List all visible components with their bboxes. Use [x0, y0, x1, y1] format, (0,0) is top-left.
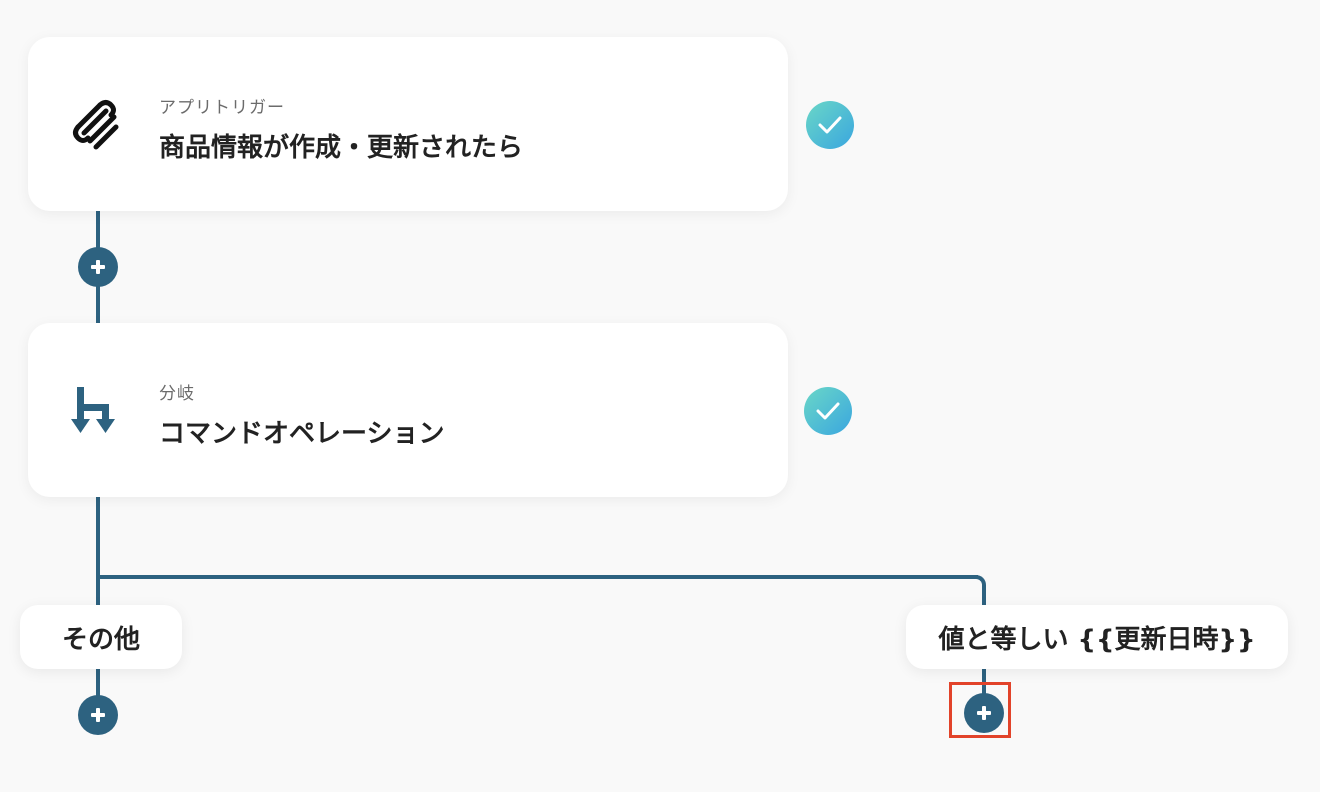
check-icon [804, 387, 852, 435]
highlight-box [949, 682, 1011, 738]
check-icon [806, 101, 854, 149]
node-type-label: アプリトリガー [159, 98, 285, 118]
add-step-button-condition[interactable] [964, 693, 1004, 733]
trigger-node-card[interactable]: アプリトリガー 商品情報が作成・更新されたら [28, 37, 788, 211]
connector-line-2 [96, 497, 100, 607]
branch-label-condition[interactable]: 値と等しい {{更新日時}} [906, 605, 1288, 669]
left-branch-stem [96, 668, 100, 698]
branch-label-other[interactable]: その他 [20, 605, 182, 669]
branch-node-card[interactable]: 分岐 コマンドオペレーション [28, 323, 788, 497]
node-title: 商品情報が作成・更新されたら [159, 133, 524, 163]
add-step-button-other[interactable] [78, 695, 118, 735]
branch-icon [70, 383, 126, 439]
squarespace-logo-icon [70, 97, 126, 153]
branch-horizontal-line [96, 575, 978, 579]
branch-right-corner [966, 575, 986, 595]
branch-right-vertical [982, 594, 986, 608]
add-step-button[interactable] [78, 247, 118, 287]
node-title: コマンドオペレーション [159, 419, 445, 449]
node-type-label: 分岐 [159, 384, 195, 404]
